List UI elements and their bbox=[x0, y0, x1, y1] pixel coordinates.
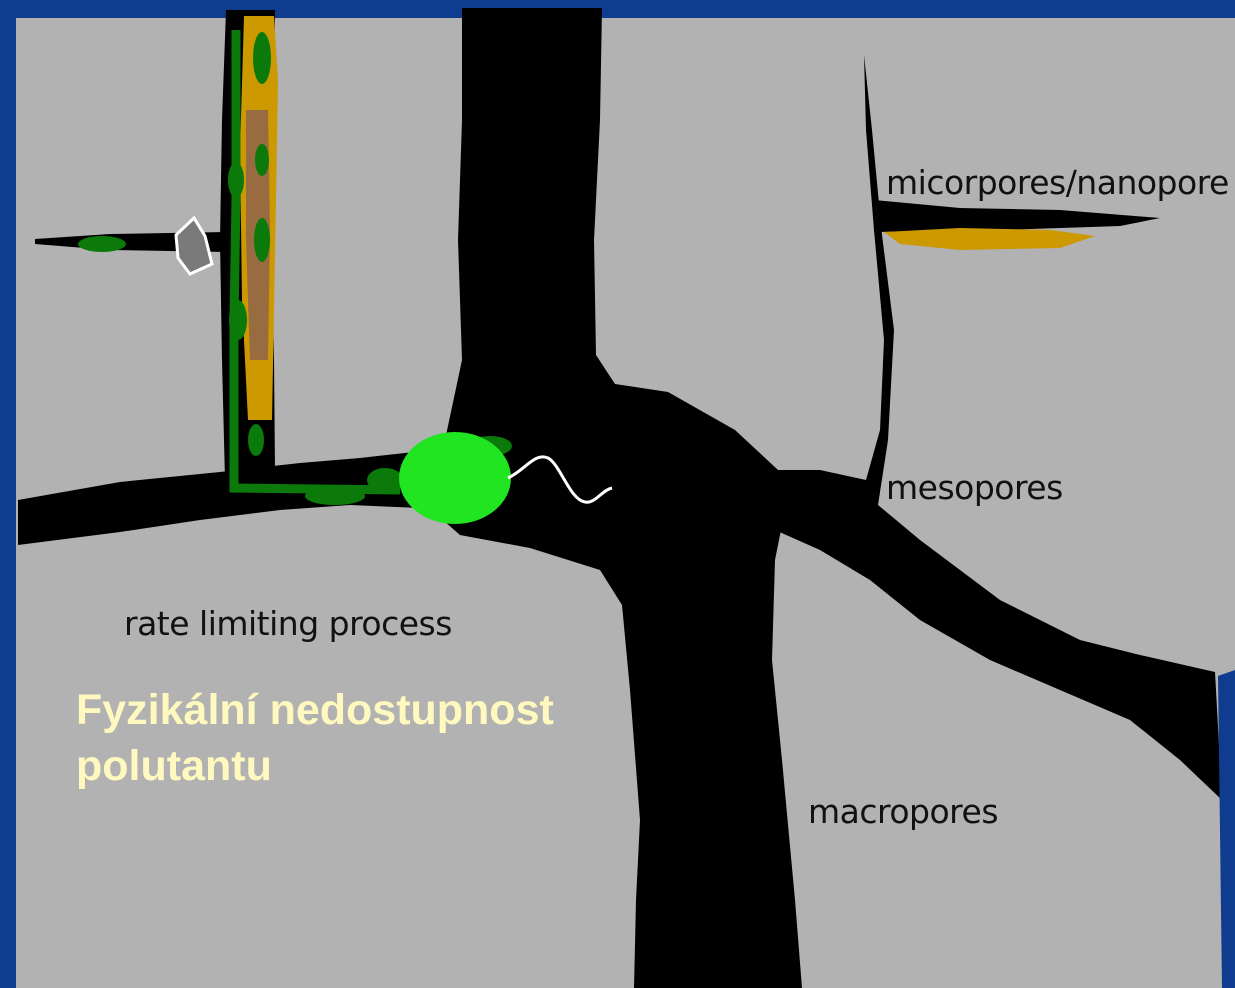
biofilm-blob bbox=[305, 487, 365, 505]
diagram-title-line2: polutantu bbox=[76, 741, 272, 791]
biofilm-blob bbox=[228, 162, 244, 198]
biofilm-blob bbox=[255, 144, 269, 176]
bacterium-cell bbox=[399, 432, 511, 524]
label-mesopores: mesopores bbox=[886, 468, 1063, 507]
biofilm-blob bbox=[248, 424, 264, 456]
label-macropores: macropores bbox=[808, 792, 998, 831]
diagram-title-line1: Fyzikální nedostupnost bbox=[76, 685, 554, 735]
biofilm-blob bbox=[78, 236, 126, 252]
biofilm-blob bbox=[367, 468, 403, 492]
biofilm-blob bbox=[254, 218, 270, 262]
label-micropores: micorpores/nanopore bbox=[886, 163, 1229, 202]
label-rate-limiting: rate limiting process bbox=[124, 604, 452, 643]
biofilm-blob bbox=[253, 32, 271, 84]
biofilm-blob bbox=[229, 300, 247, 340]
